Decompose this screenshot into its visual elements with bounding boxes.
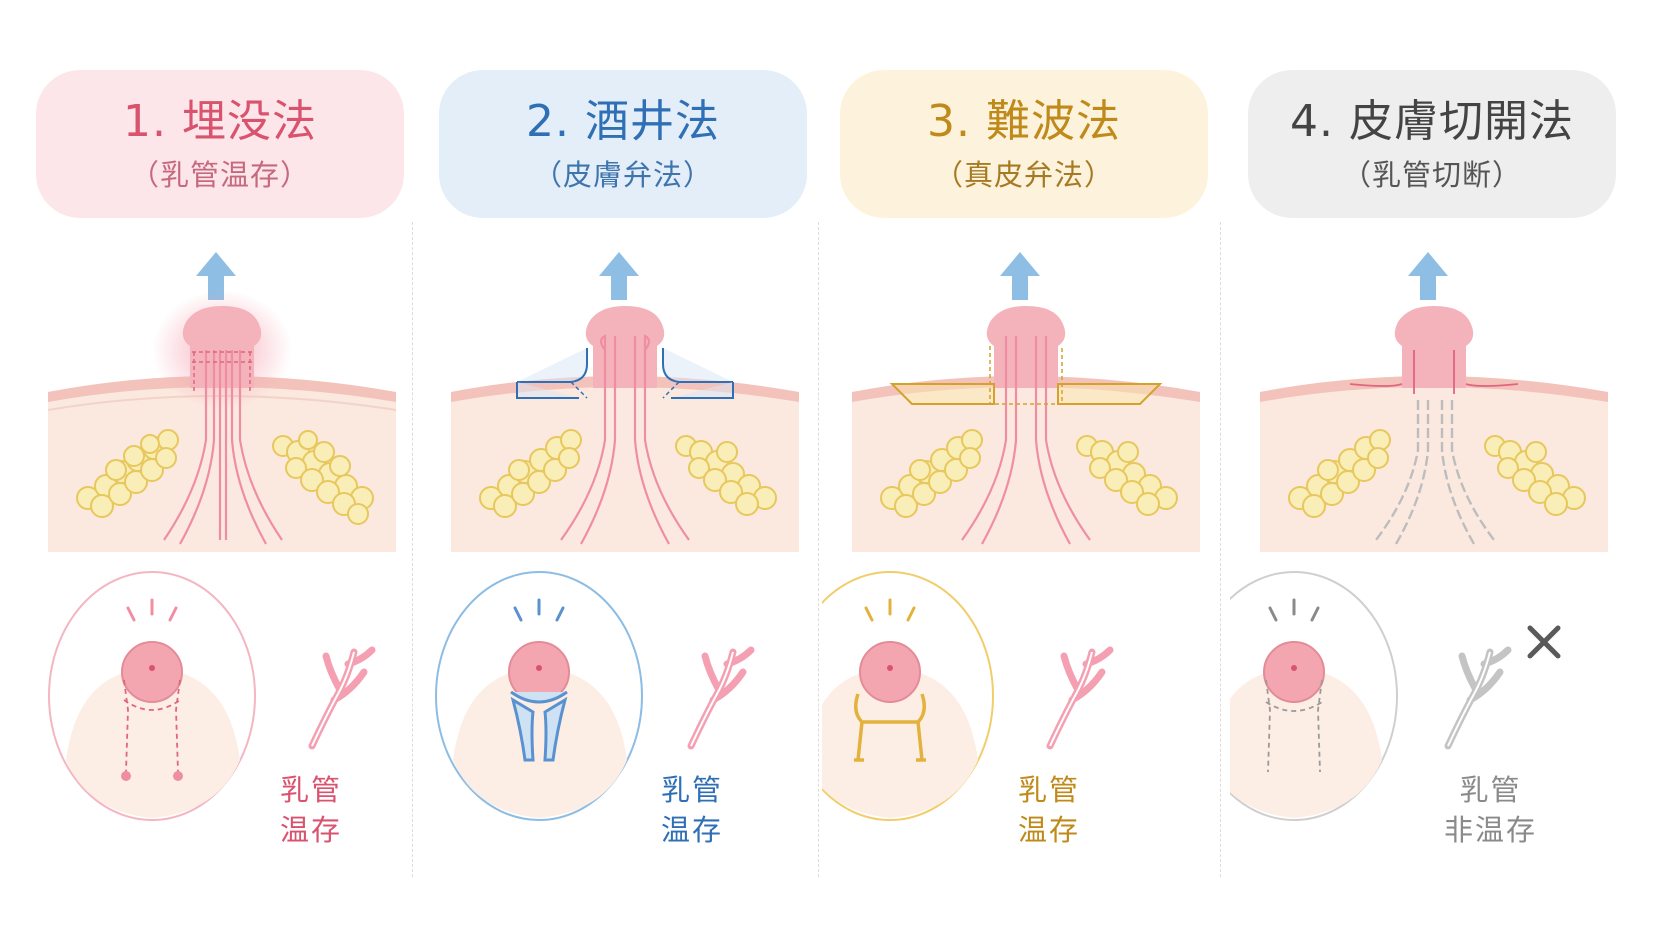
- method-column-1: 1. 埋没法 （乳管温存）: [18, 0, 418, 941]
- cross-mark-icon: [1530, 628, 1558, 656]
- nipple-front: [860, 642, 920, 702]
- duct-status-line1-4: 乳管: [1444, 770, 1537, 810]
- column-divider: [412, 222, 413, 877]
- method-column-3: 3. 難波法 （真皮弁法）: [822, 0, 1222, 941]
- column-divider: [1220, 222, 1221, 877]
- milk-duct-icon: [691, 650, 751, 746]
- duct-status-line2-4: 非温存: [1444, 810, 1537, 850]
- method-column-4: 4. 皮膚切開法 （乳管切断）: [1230, 0, 1630, 941]
- duct-status-line2-1: 温存: [280, 810, 342, 850]
- method-column-2: 2. 酒井法 （皮膚弁法）: [421, 0, 821, 941]
- front-view-diagram-1: [18, 0, 418, 941]
- milk-duct-icon: [1050, 650, 1110, 746]
- duct-status-line1-3: 乳管: [1018, 770, 1080, 810]
- duct-status-label-4: 乳管 非温存: [1444, 770, 1537, 850]
- duct-status-line2-3: 温存: [1018, 810, 1080, 850]
- duct-status-line1-2: 乳管: [661, 770, 723, 810]
- duct-status-label-3: 乳管 温存: [1018, 770, 1080, 850]
- duct-status-label-2: 乳管 温存: [661, 770, 723, 850]
- front-view-diagram-4: [1230, 0, 1630, 941]
- column-divider: [818, 222, 819, 877]
- duct-status-line2-2: 温存: [661, 810, 723, 850]
- nipple-front: [122, 642, 182, 702]
- milk-duct-icon: [312, 650, 372, 746]
- nipple-front: [1264, 642, 1324, 702]
- milk-duct-icon: [1448, 650, 1508, 746]
- duct-status-label-1: 乳管 温存: [280, 770, 342, 850]
- duct-status-line1-1: 乳管: [280, 770, 342, 810]
- front-view-diagram-2: [421, 0, 821, 941]
